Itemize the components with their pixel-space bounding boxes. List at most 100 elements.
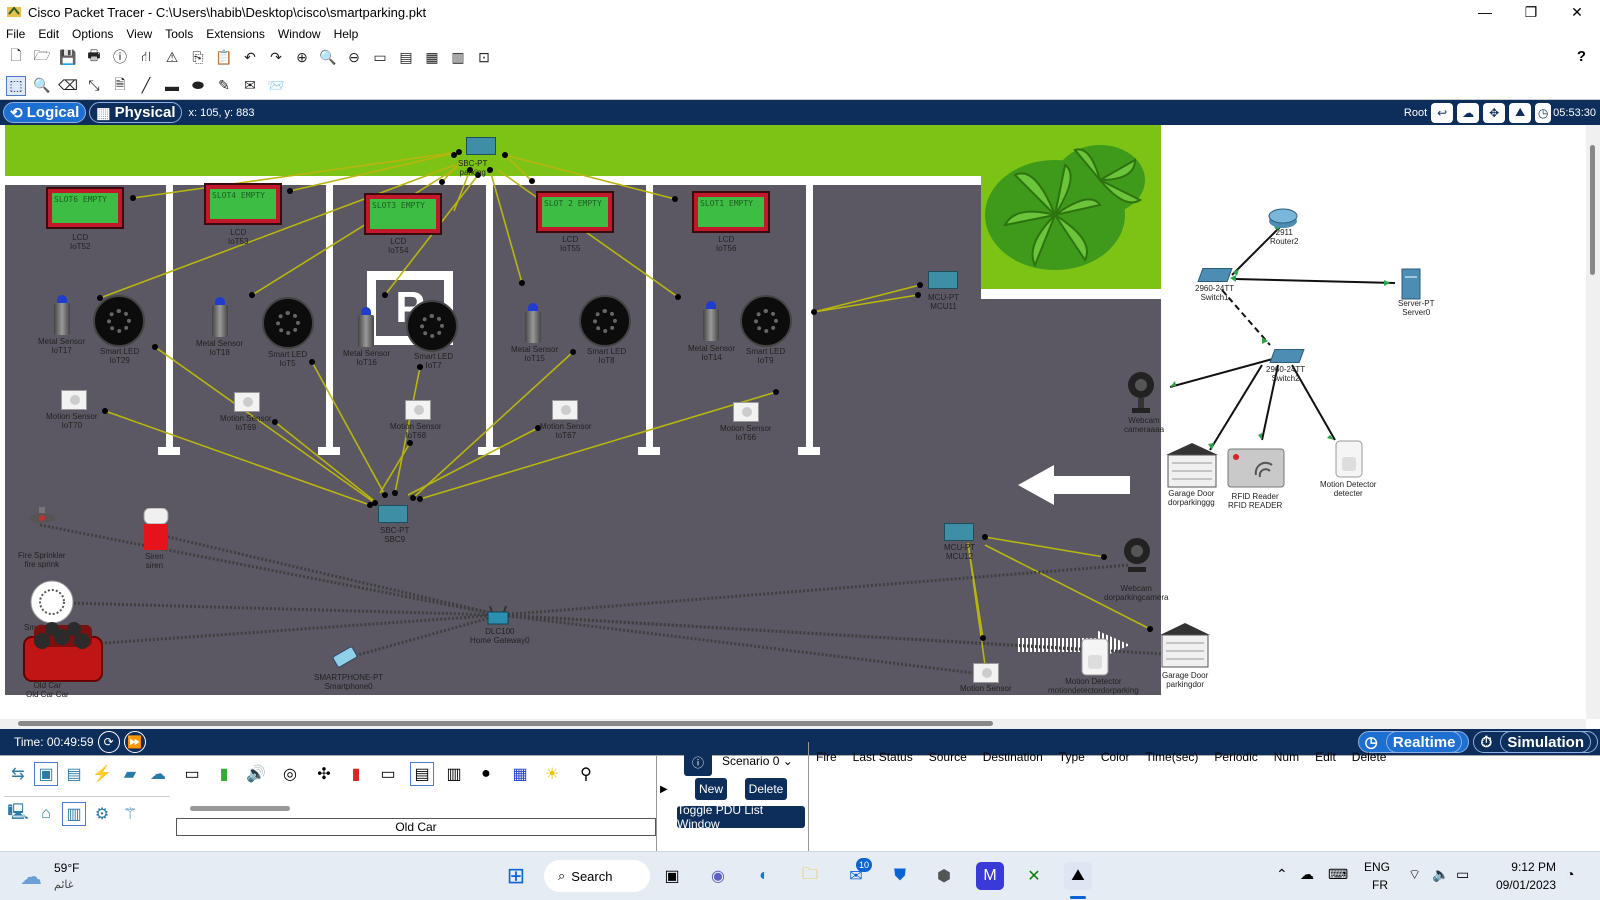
rfid-reader-icon[interactable] (1226, 447, 1286, 489)
delete-tool-icon[interactable]: ⌫ (58, 77, 78, 93)
note-icon[interactable]: 🗎 (114, 75, 126, 92)
solar-panel-icon[interactable]: ▦ (512, 766, 528, 783)
zoom-reset-icon[interactable]: 🔍 (319, 48, 337, 65)
motion-sensor-iot70[interactable] (61, 390, 87, 410)
maximize-button[interactable]: ❐ (1524, 3, 1538, 20)
paste-icon[interactable]: 📋 (215, 48, 233, 65)
street-lamp-icon[interactable]: ☀ (544, 766, 560, 783)
webcam-entry-icon[interactable] (1122, 537, 1152, 573)
menu-tools[interactable]: Tools (165, 27, 194, 41)
mcu12-device[interactable] (944, 523, 974, 541)
undo-icon[interactable]: ↶ (244, 48, 256, 65)
network-wizard-icon[interactable]: ⛙ (141, 47, 151, 64)
siren-icon[interactable] (142, 508, 170, 552)
switch2-device[interactable] (1269, 349, 1305, 363)
app-cube-icon[interactable]: ⬢ (937, 868, 951, 885)
cell-tower-icon[interactable]: ◎ (283, 766, 297, 783)
menu-extensions[interactable]: Extensions (206, 27, 265, 41)
smoke-detector-icon[interactable] (30, 580, 74, 624)
server-icon[interactable] (1400, 267, 1422, 301)
edge-icon[interactable]: ◐ (759, 867, 769, 884)
notifications-icon[interactable]: ◔ (1566, 866, 1575, 882)
minimize-button[interactable]: — (1478, 4, 1492, 20)
rack-icon[interactable]: ▥ (446, 766, 462, 783)
resize-icon[interactable]: ⤡ (88, 77, 100, 93)
background-icon[interactable]: ⛰ (1509, 102, 1532, 123)
collapse-arrow-icon[interactable]: ▶ (660, 784, 668, 795)
view-icon[interactable]: ▦ (425, 48, 439, 65)
smart-led-iot29[interactable] (93, 295, 145, 347)
misc-icon[interactable]: ▰ (123, 766, 137, 783)
screenshot-icon[interactable]: ⊡ (478, 48, 490, 65)
cluster-icon[interactable]: ☁ (1457, 102, 1480, 123)
lcd-iot54[interactable]: SLOT3 EMPTY (364, 193, 442, 235)
smart-led-iot7[interactable] (406, 300, 458, 352)
drawing-palette-icon[interactable]: ▭ (373, 48, 387, 65)
switch1-device[interactable] (1197, 268, 1233, 282)
end-devices-icon[interactable]: ▣ (34, 762, 58, 786)
metal-sensor-iot18[interactable] (212, 297, 228, 337)
delete-scenario-button[interactable]: Delete (745, 778, 787, 800)
router-icon[interactable] (1268, 207, 1298, 229)
freeform-icon[interactable]: ✎ (218, 77, 230, 93)
battery-icon[interactable]: ▮ (219, 766, 229, 783)
print-icon[interactable]: 🖶 (87, 47, 101, 63)
sbc9-device[interactable] (378, 505, 408, 523)
siren-device-icon[interactable]: ▮ (351, 766, 361, 783)
motion-sensor-iot66[interactable] (733, 402, 759, 422)
info-icon[interactable]: ⓘ (113, 49, 127, 65)
app-m-icon[interactable]: M (976, 862, 1004, 890)
activity-wizard-icon[interactable]: ⚠ (165, 48, 179, 65)
wind-turbine-icon[interactable]: ✣ (317, 766, 331, 783)
monitor-icon[interactable]: ▭ (380, 766, 396, 783)
mcu11-device[interactable] (928, 271, 958, 289)
menu-view[interactable]: View (126, 27, 153, 41)
connections-icon[interactable]: ⚡ (92, 766, 112, 783)
lcd-iot56[interactable]: SLOT1 EMPTY (692, 191, 770, 233)
menu-window[interactable]: Window (277, 27, 321, 41)
fast-forward-icon[interactable]: ⏩ (123, 731, 146, 753)
motion-detector-icon[interactable] (1334, 439, 1364, 479)
device-template-icon[interactable]: ▥ (451, 48, 465, 65)
antenna-icon[interactable]: ⚲ (580, 766, 592, 783)
add-simple-pdu-icon[interactable]: ✉ (244, 77, 256, 93)
smart-city-icon[interactable]: ▥ (62, 802, 86, 826)
draw-ellipse-icon[interactable]: ⬬ (192, 77, 204, 93)
custom-device-icon[interactable]: ▤ (399, 48, 413, 65)
home-gateway-icon[interactable] (486, 606, 510, 626)
add-complex-pdu-icon[interactable]: 📨 (267, 77, 285, 93)
old-car-icon[interactable] (22, 615, 104, 687)
new-file-icon[interactable]: 🗋 (10, 47, 22, 63)
motion-sensor-exit[interactable] (973, 663, 999, 683)
motion-sensor-iot69[interactable] (234, 392, 260, 412)
smart-led-iot9[interactable] (740, 295, 792, 347)
scenario-info-icon[interactable]: ⓘ (684, 748, 712, 776)
new-scenario-button[interactable]: New (695, 778, 727, 800)
logical-workspace[interactable]: P (0, 125, 1600, 729)
old-car-device-icon[interactable]: ▤ (410, 762, 434, 786)
start-icon[interactable]: ⊞ (506, 863, 526, 888)
weather-icon[interactable]: ☁ (20, 864, 42, 889)
logical-tab[interactable]: ⟲ Logical (3, 102, 87, 123)
wifi-icon[interactable]: ⌔ (1408, 866, 1422, 882)
smart-led-iot8[interactable] (579, 295, 631, 347)
redo-icon[interactable]: ↷ (270, 48, 282, 65)
store-icon[interactable]: ⛊ (893, 867, 906, 884)
metal-sensor-iot16[interactable] (358, 307, 374, 347)
metal-sensor-iot14[interactable] (703, 301, 719, 341)
vertical-scrollbar[interactable] (1586, 125, 1600, 719)
smartphone-icon[interactable] (330, 645, 360, 669)
network-devices-icon[interactable]: ⇆ (11, 766, 25, 783)
webcam-cam-icon[interactable] (1126, 371, 1156, 415)
menu-edit[interactable]: Edit (38, 27, 60, 41)
home-icon[interactable]: ⌂ (41, 805, 51, 822)
metal-sensor-iot17[interactable] (54, 295, 70, 335)
packet-tracer-taskbar-icon[interactable]: ⛰ (1064, 862, 1092, 890)
device-list-scrollbar[interactable] (190, 806, 290, 811)
bluetooth-speaker-icon[interactable]: 🔊 (246, 766, 266, 783)
menu-help[interactable]: Help (333, 27, 359, 41)
draw-line-icon[interactable]: ╱ (141, 77, 151, 93)
teams-icon[interactable]: ◉ (711, 868, 725, 885)
device-1-icon[interactable]: ▭ (184, 766, 200, 783)
mail-icon[interactable]: ✉ (849, 868, 863, 885)
